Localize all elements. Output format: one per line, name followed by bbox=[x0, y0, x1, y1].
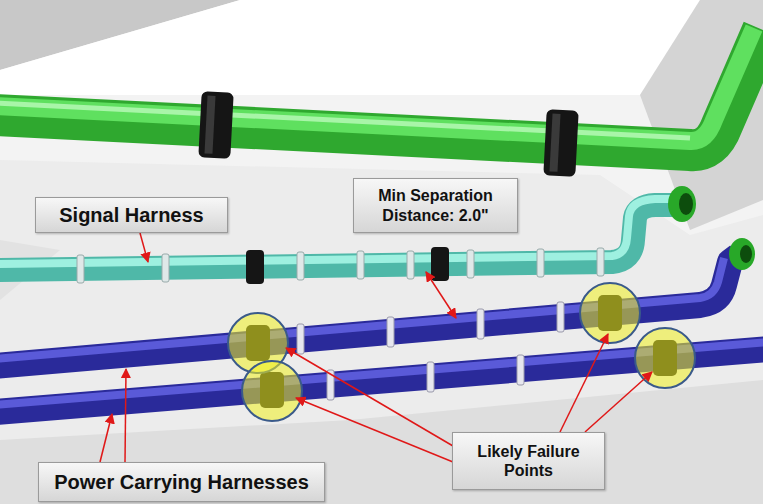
callout-box: Min Separation Distance: 2.0" bbox=[353, 178, 518, 233]
signal-harness bbox=[0, 186, 696, 284]
callout-text: Likely Failure Points bbox=[459, 442, 598, 480]
callout-text: Power Carrying Harnesses bbox=[54, 470, 309, 494]
callout-box: Likely Failure Points bbox=[452, 432, 605, 490]
failure-highlight bbox=[228, 283, 695, 421]
callout-text: Min Separation Distance: 2.0" bbox=[360, 186, 511, 224]
callout-text: Signal Harness bbox=[59, 203, 204, 227]
callout-box: Signal Harness bbox=[35, 197, 228, 233]
leader-arrow bbox=[100, 233, 652, 462]
panel bbox=[0, 0, 700, 95]
callout-box: Power Carrying Harnesses bbox=[38, 462, 325, 502]
green-harness bbox=[0, 28, 763, 177]
